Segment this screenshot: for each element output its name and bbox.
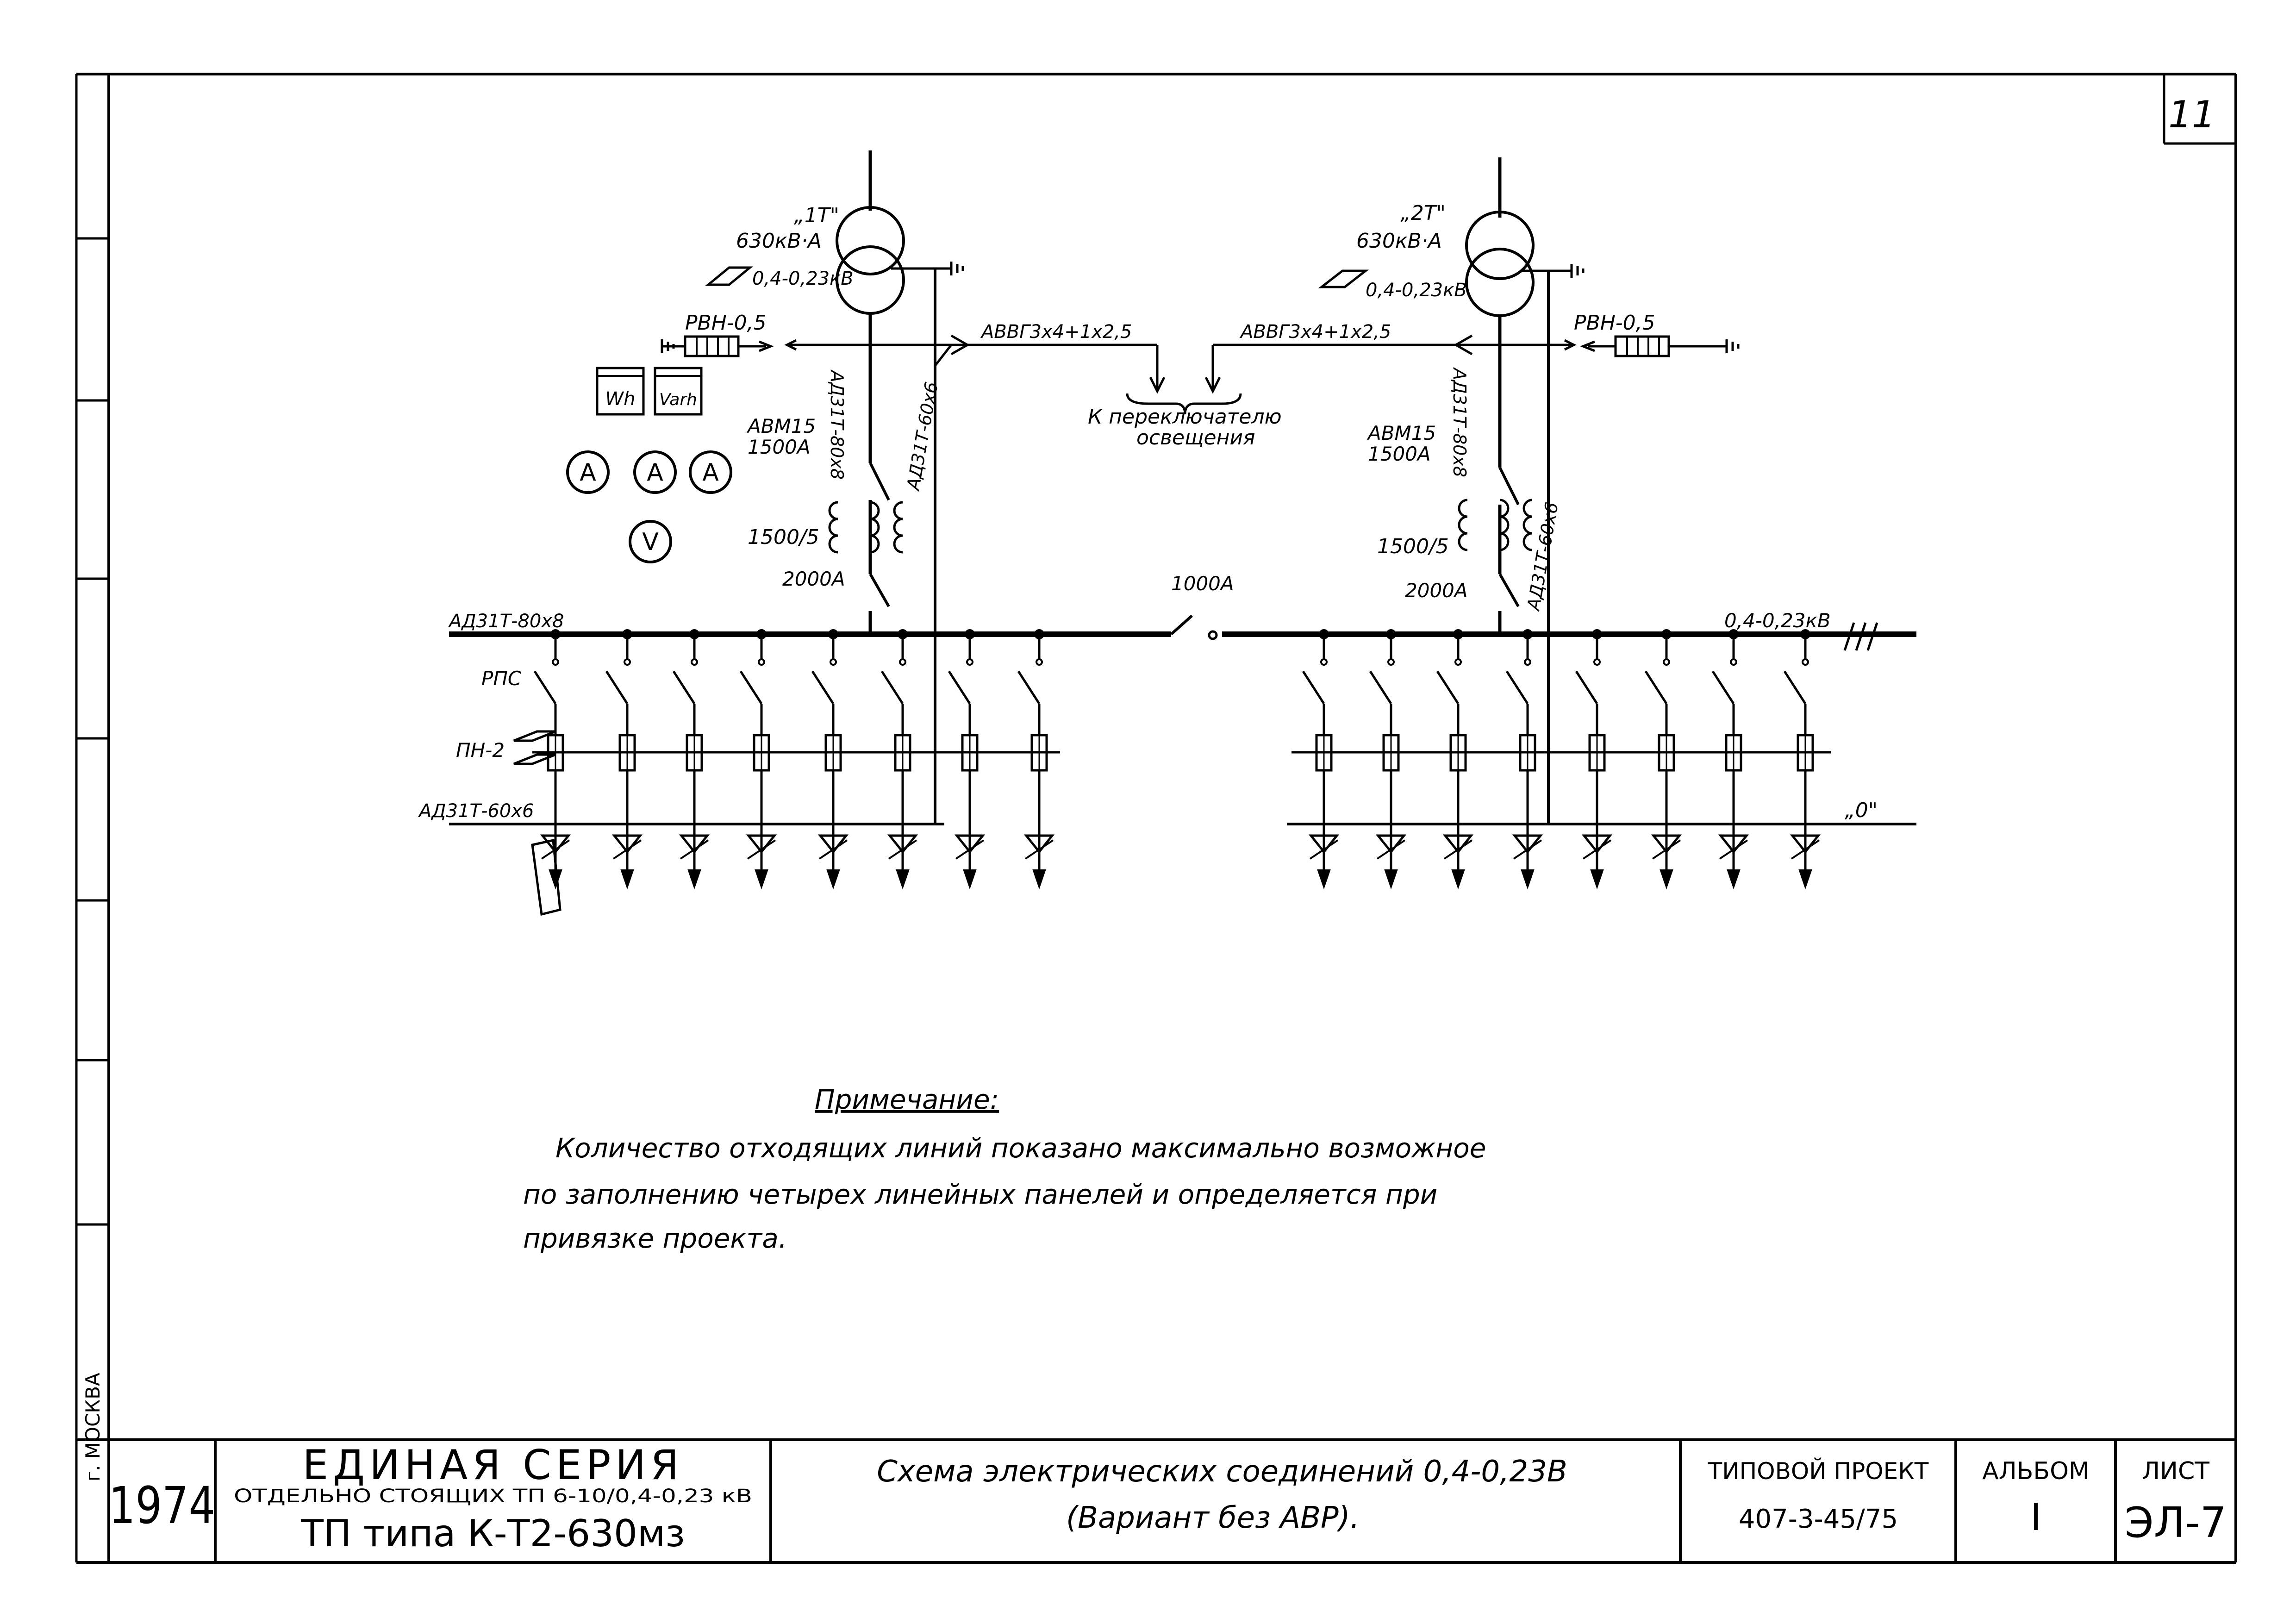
feeder-line: [1644, 629, 1682, 890]
bus-left-top-label: АД31Т-80х8: [827, 369, 847, 480]
voltage-mark-left: [705, 266, 753, 286]
title-tp-type: ТП типа К-Т2-630мз: [300, 1512, 685, 1555]
feeder-line: [1711, 629, 1749, 890]
breaker-left-label-2: 1500А: [748, 436, 811, 458]
feeder-line: [1369, 629, 1407, 890]
rated-right-label: 2000А: [1405, 579, 1468, 602]
bus-voltage-label: 0,4-0,23кВ: [1724, 609, 1831, 632]
feeder-line: [1017, 629, 1055, 890]
feeder-line: [880, 629, 918, 890]
voltmeter-label: V: [642, 528, 659, 556]
rvn-left-label: РВН-0,5: [685, 311, 767, 335]
breaker-right-label-2: 1500А: [1368, 443, 1431, 465]
ammeter-3: [689, 450, 732, 494]
drawing-title-2: (Вариант без АВР).: [1066, 1501, 1360, 1535]
feeder-line: [1302, 629, 1340, 890]
wh-meter-label: Wh: [605, 388, 636, 410]
lighting-brace: [1126, 393, 1242, 415]
feeder-line: [811, 629, 849, 890]
transformer-2: [1458, 157, 1585, 824]
feeder-line: [1783, 629, 1821, 890]
drawing-title-1: Схема электрических соединений 0,4-0,23В: [877, 1455, 1567, 1489]
bus-right-top-label: АД31Т-80х8: [1449, 367, 1470, 477]
transformer-1: [828, 150, 964, 824]
breaker-left-label-1: АВМ15: [746, 415, 816, 437]
side-city-label: г. МОСКВА: [81, 1373, 104, 1481]
cable-left-label: АВВГ3х4+1х2,5: [980, 321, 1132, 343]
ct-left-label: 1500/5: [748, 525, 819, 549]
aux-feeder-left: [661, 334, 1166, 394]
ct-right-label: 1500/5: [1377, 535, 1449, 558]
ammeter-1-label: A: [580, 459, 596, 487]
varh-meter-box: [654, 367, 703, 416]
sheet-label: ЛИСТ: [2142, 1457, 2209, 1485]
wh-meter-box: [596, 367, 645, 416]
project-number: 407-3-45/75: [1739, 1504, 1898, 1534]
rps-label: РПС: [481, 667, 522, 690]
feeder-line: [948, 629, 986, 890]
aux-feeder-right: [1204, 334, 1740, 394]
breaker-right-label-1: АВМ15: [1366, 422, 1436, 444]
pn2-symbol: [513, 730, 556, 765]
title-year: 1974: [109, 1476, 215, 1535]
transformer-2-power: 630кВ·А: [1356, 229, 1442, 253]
feeder-line: [1575, 629, 1613, 890]
transformer-1-voltage: 0,4-0,23кВ: [752, 268, 854, 289]
switch-to-label-1: К переключателю: [1088, 405, 1282, 429]
sheet-number: 11: [2168, 93, 2215, 136]
project-label: ТИПОВОЙ ПРОЕКТ: [1708, 1457, 1929, 1485]
title-series-sub: ОТДЕЛЬНО СТОЯЩИХ ТП 6-10/0,4-0,23 кВ: [234, 1486, 752, 1507]
title-block: [76, 1438, 2236, 1562]
feeder-line: [1436, 629, 1474, 890]
feeder-line: [605, 629, 643, 890]
transformer-1-power: 630кВ·А: [736, 229, 822, 253]
feeder-line: [739, 629, 777, 890]
note-title: Примечание:: [815, 1084, 999, 1115]
transformer-2-name: „2Т": [1400, 201, 1446, 225]
voltmeter: [629, 520, 672, 563]
album-value: I: [2030, 1496, 2041, 1539]
main-bus-label: АД31Т-80х8: [448, 611, 564, 632]
cable-right-label: АВВГ3х4+1х2,5: [1239, 321, 1391, 343]
pe-symbol: [531, 838, 562, 916]
sectional-switch: [1170, 614, 1193, 636]
feeder-line: [533, 629, 571, 890]
ammeter-3-label: A: [702, 459, 719, 487]
busbar-layer: [449, 614, 1916, 825]
feeder-line: [1505, 629, 1543, 890]
transformer-1-name: „1Т": [794, 204, 839, 227]
sheet-value: ЭЛ-7: [2125, 1499, 2227, 1547]
drawing-frame: [75, 73, 2237, 1564]
voltage-mark-right: [1318, 269, 1369, 288]
sectional-label: 1000А: [1171, 572, 1234, 595]
note-line-1: Количество отходящих линий показано макс…: [555, 1132, 1486, 1164]
ammeter-1: [566, 450, 610, 494]
rvn-right-label: РВН-0,5: [1574, 311, 1655, 335]
feeder-group: [533, 629, 1821, 890]
note-line-3: привязке проекта.: [523, 1223, 787, 1254]
varh-meter-label: Varh: [659, 390, 697, 409]
feeder-line: [672, 629, 710, 890]
pn2-label: ПН-2: [456, 739, 505, 762]
pe-bus-label: АД31Т-60х6: [418, 800, 534, 822]
switch-to-label-2: освещения: [1136, 426, 1255, 450]
album-label: АЛЬБОМ: [1982, 1457, 2090, 1485]
rated-left-label: 2000А: [782, 568, 845, 590]
neutral-label: „0": [1845, 799, 1878, 822]
ammeter-2-label: A: [647, 459, 663, 487]
meter-group: [566, 367, 732, 563]
note-line-2: по заполнению четырех линейных панелей и…: [523, 1179, 1437, 1210]
transformer-2-voltage: 0,4-0,23кВ: [1366, 280, 1467, 301]
ammeter-2: [633, 450, 677, 494]
title-series: ЕДИНАЯ СЕРИЯ: [303, 1441, 684, 1489]
